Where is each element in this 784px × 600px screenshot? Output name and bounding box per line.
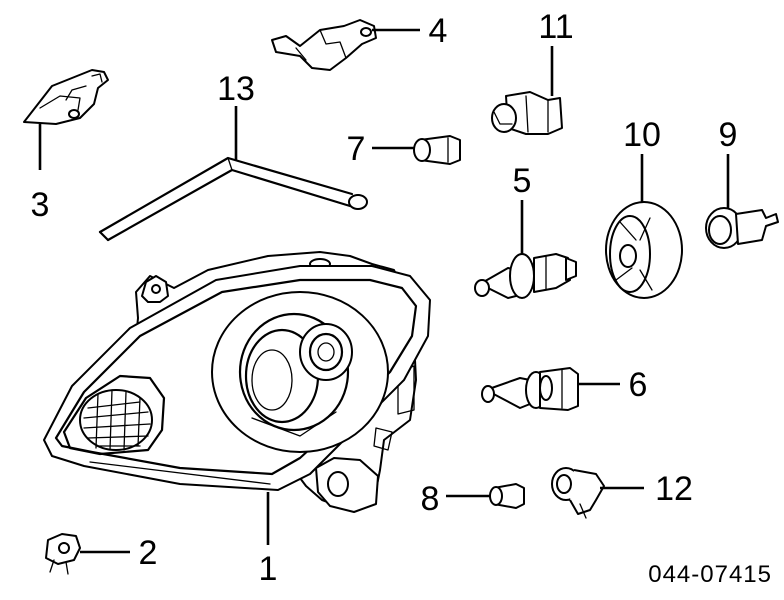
part-1-headlamp-assembly [43,251,431,513]
part-8-small-bulb [489,483,525,509]
callout-3: 3 [31,186,50,224]
part-5-halogen-bulb [474,253,577,299]
callout-5: 5 [513,162,532,200]
part-6-hb-bulb [481,367,579,411]
callout-labels: 1 2 3 4 5 6 7 8 9 10 11 12 13 [31,8,738,588]
part-2-clip [45,533,81,575]
callout-9: 9 [719,116,738,154]
callout-1: 1 [259,550,278,588]
callout-13: 13 [217,70,255,108]
part-13-seal-strip [98,156,368,242]
part-7-wedge-bulb [413,135,461,165]
callout-10: 10 [623,116,661,154]
part-10-socket-ring [605,201,683,299]
leader-lines [38,28,730,554]
callout-4: 4 [429,12,448,50]
callout-8: 8 [421,480,440,518]
part-3-bracket [23,69,109,125]
part-9-small-socket [705,207,779,249]
callout-7: 7 [347,130,366,168]
part-4-bracket [271,19,377,71]
part-12-socket [551,467,605,519]
callout-12: 12 [655,470,693,508]
reference-code: 044-07415 [648,561,772,588]
callout-2: 2 [139,534,158,572]
callout-11: 11 [538,8,573,46]
part-11-socket [491,91,563,135]
callout-6: 6 [629,366,648,404]
